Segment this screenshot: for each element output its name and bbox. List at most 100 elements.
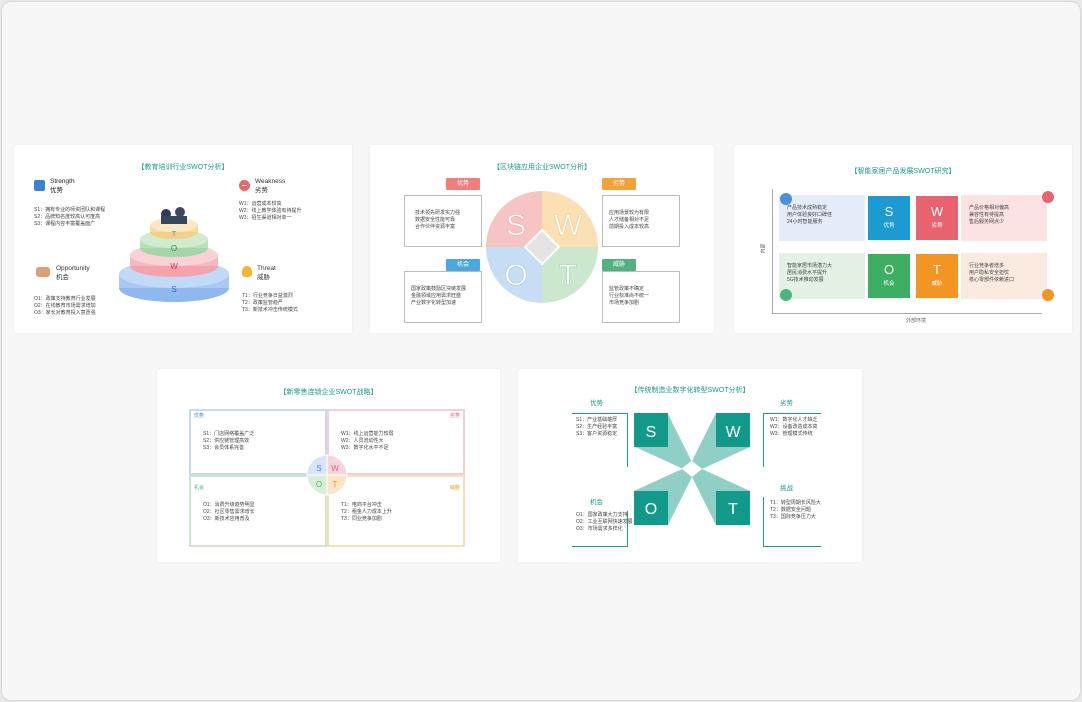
strength-quadrant: 优势 S1：门店网络覆盖广泛 S2：供应链管理高效 S3：会员体系完善 [189, 409, 327, 475]
center-letter: T [333, 480, 338, 489]
weakness-line: W3：管理模式传统 [770, 431, 813, 437]
swot-stacked-pyramid: T O W S [119, 207, 229, 302]
opportunity-line: 金融领域应用需求旺盛 [411, 293, 462, 299]
pinwheel-letter: T [728, 501, 738, 518]
pyramid-letter: S [171, 285, 176, 294]
strength-line: S3：课程内容丰富覆盖面广 [34, 221, 96, 227]
opportunity-label-en: Opportunity [56, 265, 90, 272]
quadrant-label: 优势 [194, 413, 205, 419]
threat-label-cn: 威胁 [257, 274, 270, 281]
opportunity-line: O2：工业互联网快速发展 [576, 519, 633, 525]
circle-letter: O [504, 259, 527, 292]
weakness-label-en: Weakness [255, 178, 286, 185]
quadrant-label: 劣势 [449, 413, 460, 419]
strength-label-en: Strength [50, 178, 75, 185]
thumbs-up-icon [34, 180, 45, 191]
pinwheel-letter: O [645, 501, 657, 518]
lightbulb-icon [780, 289, 792, 301]
opportunity-line: O3：家长对教育投入意愿强 [34, 310, 96, 316]
strength-line: S2：供应链管理高效 [203, 438, 250, 444]
threat-box: 监管政策不确定 行业标准尚不统一 市场竞争加剧 [602, 271, 680, 323]
x-axis [772, 313, 1042, 314]
template-card-manufacturing-swot[interactable]: 【传统制造业数字化转型SWOT分析】 优势 劣势 机会 挑战 S1：产业基础雄厚… [518, 369, 862, 562]
strength-line: S2：品牌知名度较高认可度高 [34, 214, 101, 220]
strength-line: S1：门店网络覆盖广泛 [203, 431, 255, 437]
opportunity-badge: 机会 [446, 259, 480, 271]
card-title: 【新零售连锁企业SWOT战略】 [279, 389, 378, 396]
challenge-line: T1：转型周期长风险大 [770, 500, 821, 506]
weakness-line: 人才储备相对不足 [609, 217, 650, 223]
opportunity-label-cn: 机会 [56, 274, 69, 281]
weakness-line: W3：数字化水平不足 [341, 445, 389, 451]
cell-letter: T [933, 262, 941, 277]
opportunity-quadrant: 机会 O1：消费升级趋势明显 O2：社区零售需求增长 O3：新技术应用普及 [189, 475, 327, 547]
cell-letter: W [930, 204, 944, 219]
quadrant-label: 威胁 [449, 485, 460, 491]
weakness-line: 产品价格相对偏高 [969, 205, 1010, 211]
strength-line: S3：会员体系完善 [203, 445, 245, 451]
strength-line: 合作伙伴资源丰富 [415, 224, 456, 230]
center-letter: W [331, 464, 339, 473]
opportunity-line: O3：新技术应用普及 [203, 516, 250, 522]
strength-textbox: S1：产业基础雄厚 S2：生产经验丰富 S3：客户资源稳定 [572, 413, 628, 467]
threat-list: T1：行业竞争日益激烈 T2：政策监管趋严 T3：新技术冲击传统模式 [242, 293, 298, 314]
threat-line: T1：行业竞争日益激烈 [242, 293, 293, 299]
weakness-list: W1：运营成本较高 W2：线上教学体验有待提升 W3：招生渠道相对单一 [239, 201, 302, 222]
threat-line: 行业竞争者增多 [969, 263, 1005, 269]
template-card-education-swot[interactable]: 【教育培训行业SWOT分析】 Strength 优势 S1：拥有专业的师资团队和… [14, 145, 352, 333]
threat-line: T1：电商平台冲击 [341, 502, 382, 508]
opportunity-list: O1：政策支持教育行业发展 O2：在线教育市场需求增加 O3：家长对教育投入意愿… [34, 296, 96, 317]
opportunity-line: O2：社区零售需求增长 [203, 509, 255, 515]
swot-cell-o: O 机会 [868, 254, 910, 298]
weakness-label-cn: 劣势 [255, 187, 268, 194]
swot-cell-s: S 优势 [868, 196, 910, 240]
threat-line: 用户隐私安全担忧 [969, 270, 1010, 276]
threat-line: T3：同业竞争加剧 [341, 516, 382, 522]
strength-line: 产品技术成熟稳定 [787, 205, 828, 211]
handshake-icon [36, 267, 50, 277]
threat-panel: 行业竞争者增多 用户隐私安全担忧 核心零部件依赖进口 [961, 253, 1047, 299]
cell-letter: S [884, 204, 894, 219]
opportunity-line: O1：国家政策大力支持 [576, 512, 628, 518]
threat-line: 行业标准尚不统一 [609, 293, 650, 299]
swot-pinwheel: S W O T [633, 412, 750, 525]
weakness-line: 前期投入成本较高 [609, 224, 650, 230]
weakness-line: W2：人员流动性大 [341, 438, 384, 444]
opportunity-line: 5G技术推动发展 [787, 277, 824, 283]
threat-line: 监管政策不确定 [609, 286, 645, 292]
weakness-box: 应用场景较为有限 人才储备相对不足 前期投入成本较高 [602, 195, 680, 247]
opportunity-panel: 智能家居市场潜力大 居民消费水平提升 5G技术推动发展 [779, 253, 865, 299]
weakness-line: 应用场景较为有限 [609, 210, 650, 216]
minus-circle-icon [239, 180, 250, 191]
strength-list: S1：拥有专业的师资团队和课程 S2：品牌知名度较高认可度高 S3：课程内容丰富… [34, 207, 105, 228]
cell-letter: O [883, 262, 895, 277]
weakness-line: W2：设备改造成本高 [770, 424, 818, 430]
swot-circle: S W O T [486, 191, 598, 303]
weakness-line: 兼容性有待提高 [969, 212, 1005, 218]
threat-line: T2：政策监管趋严 [242, 300, 283, 306]
card-title: 【区块链应用企业SWOT分析】 [493, 164, 591, 171]
threat-line: T2：租金人力成本上升 [341, 509, 392, 515]
card-title: 【传统制造业数字化转型SWOT分析】 [630, 387, 750, 394]
opportunity-line: 智能家居市场潜力大 [787, 263, 833, 269]
template-card-blockchain-swot[interactable]: 【区块链应用企业SWOT分析】 优势 劣势 机会 威胁 技术领先研发实力强 数据… [370, 145, 714, 333]
quadrant-label: 机会 [194, 485, 205, 491]
circle-letter: S [506, 209, 526, 242]
weakness-panel: 产品价格相对偏高 兼容性有待提高 售后服务网点少 [961, 195, 1047, 241]
strength-line: 技术领先研发实力强 [415, 210, 461, 216]
threat-quadrant: 威胁 T1：电商平台冲击 T2：租金人力成本上升 T3：同业竞争加剧 [327, 475, 465, 547]
template-card-smarthome-swot[interactable]: 【智能家居产品发展SWOT研究】 外部环境 内部 产品技术成熟稳定 用户体验良好… [734, 145, 1072, 333]
opportunity-line: 产业数字化转型加速 [411, 300, 457, 306]
bulb-icon [242, 266, 252, 277]
threat-badge: 威胁 [602, 259, 636, 271]
strength-line: 数据安全性能可靠 [415, 217, 456, 223]
weakness-heading: 劣势 [780, 400, 793, 407]
circle-letter: W [554, 209, 583, 242]
warning-icon [1042, 289, 1054, 301]
pyramid-letter: O [171, 244, 177, 253]
opportunity-line: O1：政策支持教育行业发展 [34, 296, 96, 302]
template-card-retail-swot[interactable]: 【新零售连锁企业SWOT战略】 优势 S1：门店网络覆盖广泛 S2：供应链管理高… [157, 369, 500, 562]
cell-label: 劣势 [931, 223, 943, 229]
y-axis [772, 189, 773, 313]
strength-line: S3：客户资源稳定 [576, 431, 618, 437]
